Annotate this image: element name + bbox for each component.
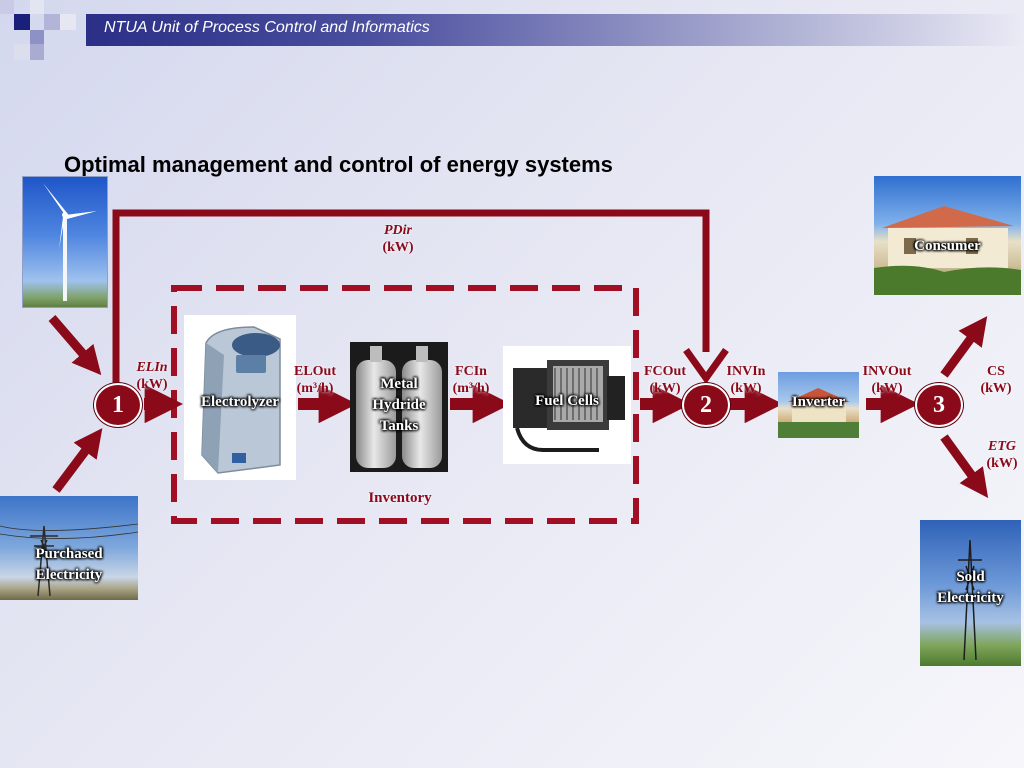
inverter-label: Inverter	[791, 394, 846, 410]
slide-title: Optimal management and control of energy…	[64, 152, 613, 177]
house-icon	[778, 388, 859, 438]
etg-label: ETG (kW)	[980, 438, 1024, 472]
purchased-electricity-image: Purchased Electricity	[0, 496, 138, 600]
sold-electricity-image: Sold Electricity	[920, 520, 1021, 666]
cs-label: CS (kW)	[974, 363, 1018, 397]
electrolyzer-device-icon	[201, 326, 281, 474]
cs-name: CS	[987, 364, 1005, 379]
header-square-7	[14, 44, 30, 60]
elout-name: ELOut	[293, 364, 336, 379]
inverter-image: Inverter	[778, 372, 859, 438]
pdir-name: PDir	[384, 223, 412, 238]
etg-name: ETG	[988, 439, 1016, 454]
purchased-to-node1-arrow	[52, 428, 103, 493]
invout-unit: (kW)	[871, 381, 903, 396]
elout-unit: (m³/h)	[296, 381, 334, 396]
node-1: 1	[94, 383, 142, 427]
elin-label: ELIn (kW)	[130, 359, 174, 393]
header-square-1	[0, 0, 14, 14]
sold-electricity-label: Sold Electricity	[937, 569, 1004, 606]
consumer-image: Consumer	[874, 176, 1021, 295]
metal-hydride-tanks-image: Metal Hydride Tanks	[350, 342, 448, 472]
fcout-name: FCOut	[644, 364, 686, 379]
fuel-cells-image: Fuel Cells	[503, 346, 631, 464]
fcin-name: FCIn	[455, 364, 487, 379]
inventory-label: Inventory	[368, 490, 432, 506]
fuel-cell-stack-icon	[513, 360, 625, 452]
header-square-3	[30, 0, 44, 14]
elout-label: ELOut (m³/h)	[286, 363, 344, 397]
header-square-8	[30, 44, 44, 60]
node3-to-consumer-arrow	[940, 316, 988, 378]
sold-pylon-icon	[958, 539, 982, 661]
purchased-electricity-label: Purchased Electricity	[35, 546, 103, 583]
consumer-label: Consumer	[914, 238, 981, 254]
pdir-arrowhead	[683, 347, 729, 385]
tanks-icon	[356, 346, 442, 468]
wind-turbine-image	[22, 176, 108, 308]
elin-unit: (kW)	[136, 377, 168, 392]
metal-hydride-tanks-label: Metal Hydride Tanks	[372, 376, 426, 434]
header-square-6	[30, 30, 44, 44]
fuel-cells-label: Fuel Cells	[535, 393, 599, 409]
electrolyzer-label: Electrolyzer	[200, 394, 279, 410]
header-title: NTUA Unit of Process Control and Informa…	[104, 19, 430, 36]
header-bar	[86, 14, 1024, 46]
header-square-5	[60, 14, 76, 30]
etg-unit: (kW)	[986, 456, 1018, 471]
pdir-label: PDir (kW)	[372, 222, 424, 256]
invout-label: INVOut (kW)	[856, 363, 918, 397]
consumer-house-icon	[874, 206, 1021, 295]
elin-name: ELIn	[136, 360, 168, 375]
invin-label: INVIn (kW)	[718, 363, 774, 397]
node-2: 2	[682, 383, 730, 427]
invout-name: INVOut	[862, 364, 912, 379]
fcin-unit: (m³/h)	[452, 381, 490, 396]
header-square-2	[14, 14, 30, 30]
wind-turbine-icon	[43, 183, 97, 301]
pdir-line	[112, 209, 710, 385]
electrolyzer-image: Electrolyzer	[184, 315, 296, 480]
cs-unit: (kW)	[980, 381, 1012, 396]
fcin-label: FCIn (m³/h)	[442, 363, 500, 397]
fcout-unit: (kW)	[649, 381, 681, 396]
fcout-label: FCOut (kW)	[636, 363, 694, 397]
node3-to-sold-arrow	[940, 434, 989, 499]
invin-unit: (kW)	[730, 381, 762, 396]
wind-to-node1-arrow	[48, 315, 102, 376]
node-3: 3	[915, 383, 963, 427]
pylon-icon	[0, 523, 138, 597]
header-square-4	[44, 14, 60, 30]
invin-name: INVIn	[726, 364, 766, 379]
pdir-unit: (kW)	[382, 240, 414, 255]
